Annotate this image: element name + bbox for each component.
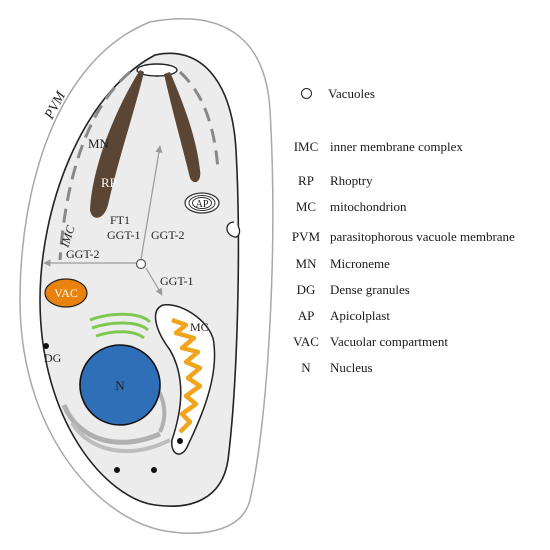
label-n: N [115,378,125,393]
legend-row-imc: IMC inner membrane complex [286,139,463,155]
legend-abbr: N [301,360,311,375]
imc-dashed-line [58,70,131,261]
arrow-down-right [145,267,163,296]
legend-abbr: MN [295,256,317,271]
legend-desc: parasitophorous vacuole membrane [330,229,515,244]
vac-compartment [44,278,88,308]
apicoplast-inner [192,197,212,209]
dense-granule [43,343,49,349]
legend-abbr: AP [297,308,315,323]
dense-granule [114,467,120,473]
legend-row-rp: RP Rhoptry [286,173,373,189]
label-rp: RP [101,175,117,190]
apicoplast-outer [184,192,220,214]
label-ft1: FT1 [110,213,130,227]
mitochondrion-cristae [171,317,203,434]
legend-abbr: PVM [291,229,321,244]
arrow-up [140,145,163,260]
er-arc-2 [70,421,171,454]
label-vac: VAC [54,286,78,300]
golgi-stack-3 [95,330,145,340]
legend-desc: Rhoptry [330,173,373,188]
vacuole-circle-icon [301,88,312,99]
legend-desc: Vacuoles [328,86,375,101]
legend-desc: Dense granules [330,282,410,297]
legend-desc: Vacuolar compartment [330,334,449,349]
imc-dashed-line-right [178,70,220,171]
golgi-stack-2 [91,321,150,332]
legend-abbr: IMC [293,139,319,154]
label-ggt2-left: GGT-2 [66,247,100,261]
dense-granule [177,438,183,444]
legend-row-dg: DG Dense granules [286,282,410,298]
label-ggt2-top: GGT-2 [151,228,185,242]
legend-abbr: VAC [293,334,319,349]
apicoplast-mid [188,195,216,211]
dense-granule [151,467,157,473]
label-ap: AP [196,199,209,210]
legend-row-vacuoles: Vacuoles [286,86,375,102]
label-mn: MN [88,136,110,151]
legend-row-vac: VAC Vacuolar compartment [286,334,448,350]
rhoptry-right [164,72,201,183]
rhoptry-left [90,70,144,218]
legend-desc: Nucleus [330,360,373,375]
legend-abbr: DG [296,282,316,297]
legend-desc: mitochondrion [330,199,407,214]
legend-abbr: MC [295,199,317,214]
mitochondrion [154,304,216,455]
legend-row-mc: MC mitochondrion [286,199,407,215]
membrane-notch [226,221,241,238]
legend-row-n: N Nucleus [286,360,373,376]
legend-desc: Microneme [330,256,390,271]
legend-abbr: RP [298,173,314,188]
label-ggt1-right: GGT-1 [160,274,194,288]
label-mc: MC [190,320,209,334]
legend-desc: Apicolplast [330,308,390,323]
golgi [89,312,152,324]
legend-row-mn: MN Microneme [286,256,390,272]
label-dg: DG [44,351,62,365]
legend-row-pvm: PVM parasitophorous vacuole membrane [286,229,515,245]
label-ggt1-top: GGT-1 [107,228,141,242]
nucleus [79,344,161,426]
vacuole-hub [135,258,147,270]
legend-row-ap: AP Apicolplast [286,308,390,324]
er-arcs [61,404,161,445]
legend-desc: inner membrane complex [330,139,463,154]
